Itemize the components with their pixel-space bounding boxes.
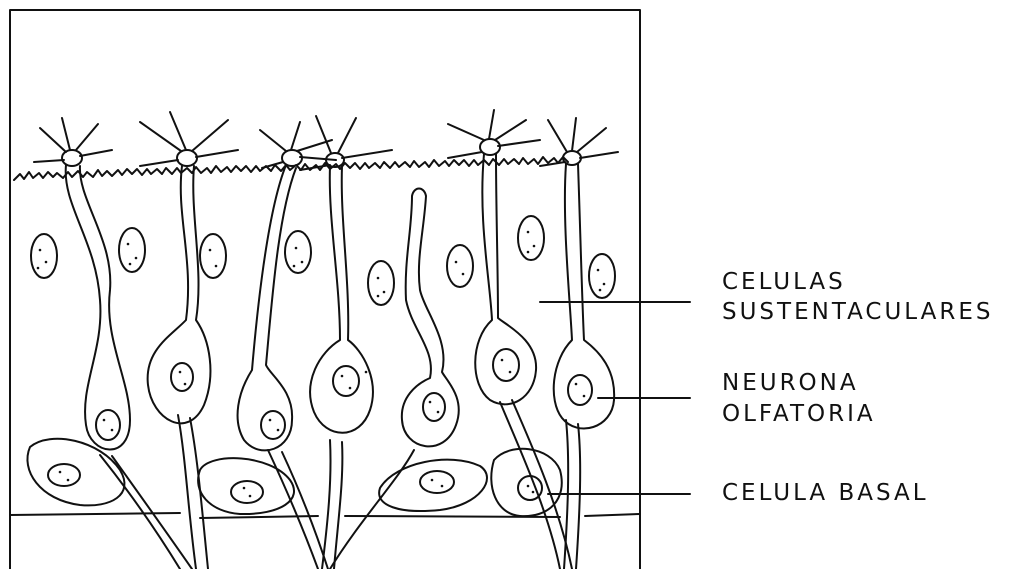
label-sustentacular-line1: CELULAS: [722, 268, 846, 296]
sustentacular-nuclei: [31, 216, 615, 305]
diagram-frame: [10, 10, 640, 569]
leader-lines: [540, 302, 690, 494]
label-sustentacular-line2: SUSTENTACULARES: [722, 298, 994, 326]
nuclear-stippling: [37, 231, 606, 498]
label-olfactory-neuron-line2: OLFATORIA: [722, 400, 876, 428]
label-olfactory-neuron-line1: NEURONA: [722, 369, 859, 397]
apical-surface: [14, 157, 568, 180]
label-basal-cell: CELULA BASAL: [722, 479, 929, 507]
